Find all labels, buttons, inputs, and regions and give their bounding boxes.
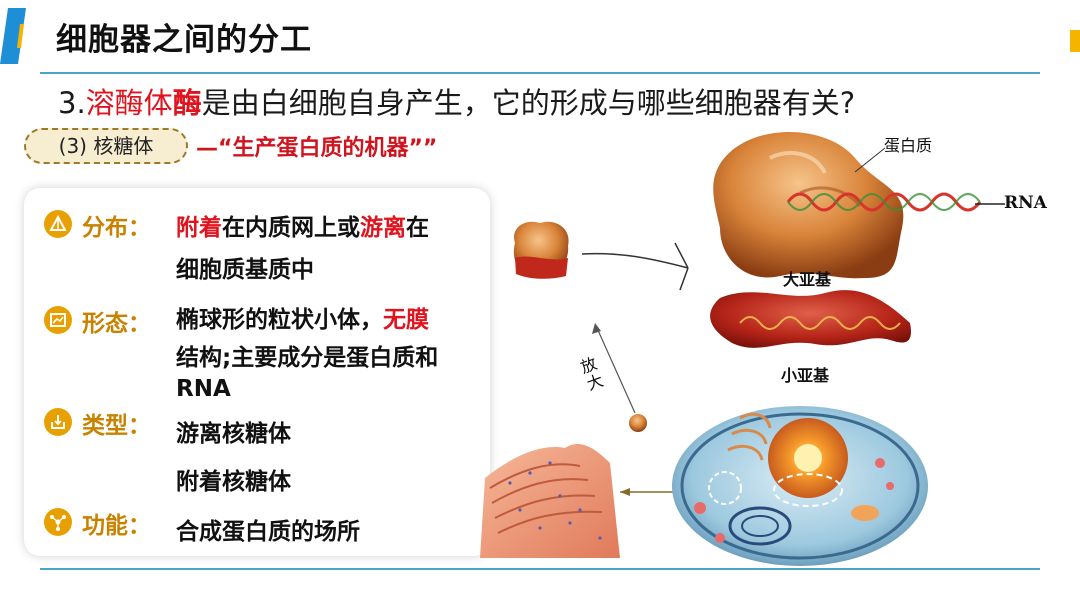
large-subunit <box>710 290 911 348</box>
types-item-attached: 附着核糖体 <box>176 469 291 495</box>
morphology-line-3: RNA <box>176 376 231 402</box>
question-highlight-lysosome: 溶酶体 <box>85 86 173 120</box>
section-pill: (3) 核糖体 <box>24 128 188 164</box>
types-item-free: 游离核糖体 <box>176 421 291 447</box>
page-title: 细胞器之间的分工 <box>56 22 312 58</box>
protein-pointer <box>854 147 886 173</box>
er-stack <box>480 443 620 558</box>
tiny-ribosome <box>629 414 647 432</box>
header-accent-bar <box>0 8 26 64</box>
morphology-line-2: 结构;主要成分是蛋白质和 <box>176 345 439 371</box>
info-card: 分布： 附着在内质网上或游离在 细胞质基质中 形态： 椭球形的粒状小体，无膜 结… <box>24 188 490 556</box>
question-rest: 是由白细胞自身产生，它的形成与哪些细胞器有关? <box>201 86 856 120</box>
bottom-divider <box>40 568 1040 570</box>
header-accent-right <box>1070 30 1080 52</box>
question-number: 3. <box>58 86 86 120</box>
morphology-label: 形态： <box>82 311 151 337</box>
distribution-line-2: 细胞质基质中 <box>176 257 314 283</box>
function-text: 合成蛋白质的场所 <box>176 519 360 545</box>
zoom-arrow <box>596 327 636 414</box>
label-large-subunit: 大亚基 <box>783 270 832 289</box>
zoom-bracket <box>581 242 689 291</box>
distribution-line-1: 附着在内质网上或游离在 <box>176 215 429 241</box>
zoom-arrowhead <box>592 323 601 334</box>
types-label: 类型： <box>82 413 151 439</box>
rna-strand <box>786 192 982 212</box>
cell-diagram <box>672 406 928 566</box>
question-text: 3.溶酶体酶是由白细胞自身产生，它的形成与哪些细胞器有关? <box>58 80 855 122</box>
question-highlight-enzyme: 酶 <box>172 86 202 120</box>
label-small-subunit: 小亚基 <box>781 366 830 385</box>
function-label: 功能： <box>82 513 151 539</box>
network-icon <box>44 508 72 536</box>
morphology-line-1: 椭球形的粒状小体，无膜 <box>176 307 429 333</box>
ribosome-illustration <box>480 131 1005 566</box>
label-rna: RNA <box>1004 193 1047 213</box>
title-divider <box>40 72 1040 74</box>
chart-icon <box>44 306 72 334</box>
label-protein: 蛋白质 <box>884 136 933 155</box>
section-slogan: —“生产蛋白质的机器”” <box>196 136 438 161</box>
triangle-icon <box>44 210 72 238</box>
small-ribosome-icon <box>513 221 569 279</box>
distribution-label: 分布： <box>82 215 151 241</box>
tray-icon <box>44 408 72 436</box>
